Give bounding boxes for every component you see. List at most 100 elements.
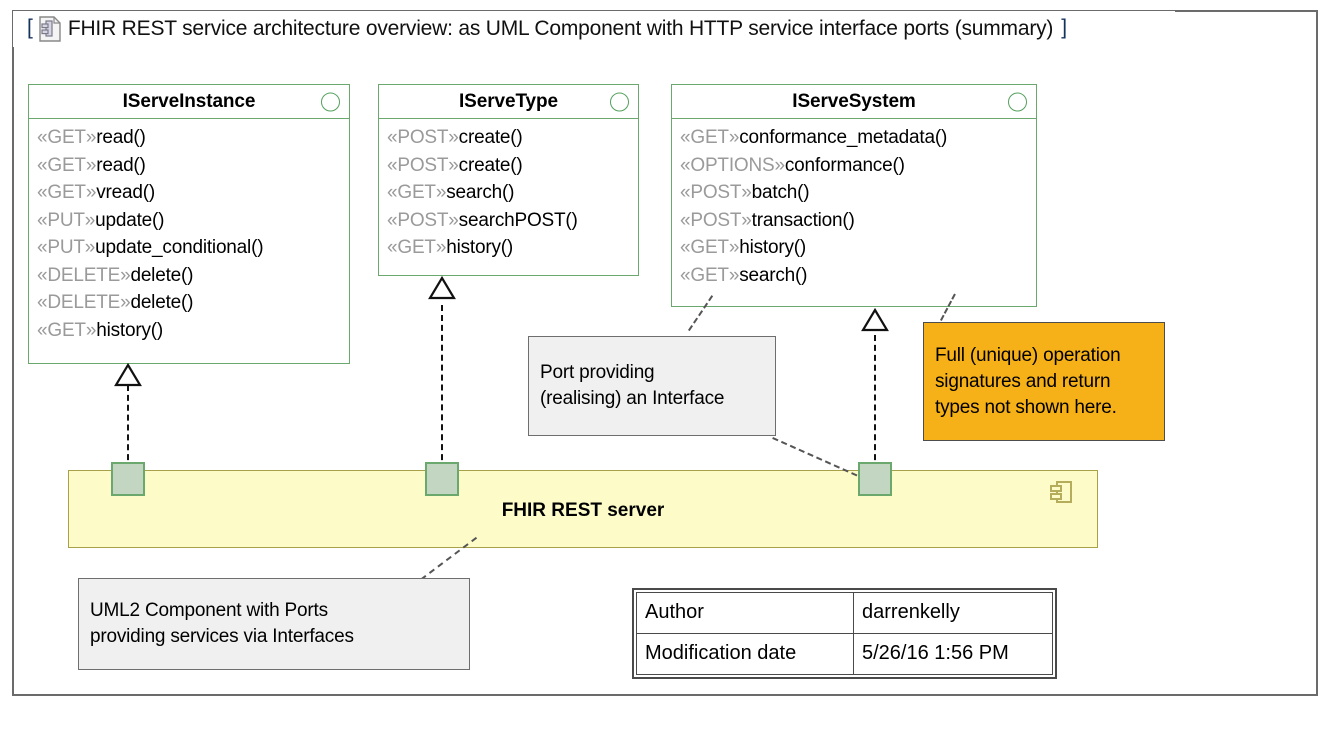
component-fhir-rest-server[interactable]: FHIR REST server: [68, 470, 1098, 548]
operation-name: history(): [446, 237, 514, 258]
frame-title-text: FHIR REST service architecture overview:…: [67, 17, 1054, 40]
port-iserveinstance[interactable]: [111, 462, 145, 496]
operation-stereotype: «POST»: [387, 127, 459, 148]
operation-stereotype: «POST»: [680, 209, 752, 231]
interface-circle-icon: [321, 92, 340, 111]
operation-row: «GET»history(): [387, 234, 638, 262]
interface-header: IServeType: [379, 85, 638, 119]
bracket-open: [: [27, 16, 33, 39]
port-iservetype[interactable]: [425, 462, 459, 496]
operation-name: conformance(): [784, 154, 905, 176]
interface-header: IServeSystem: [672, 85, 1036, 119]
operation-name: search(): [739, 264, 808, 286]
realization-arrowhead-iservetype: [428, 276, 456, 300]
interface-circle-icon: [1008, 92, 1027, 111]
component-label: FHIR REST server: [501, 500, 665, 521]
frame-title-tab: [ FHIR REST service architecture overvie…: [13, 11, 1175, 47]
operation-stereotype: «DELETE»: [37, 264, 131, 286]
operation-row: «GET»history(): [680, 234, 1036, 262]
operation-row: «GET»history(): [37, 317, 349, 345]
operation-row: «DELETE»delete(): [37, 262, 349, 290]
operation-name: history(): [96, 319, 164, 341]
interface-iservetype[interactable]: IServeType «POST»create() «POST»create()…: [378, 84, 639, 276]
bracket-close: ]: [1061, 16, 1068, 39]
metadata-value: 5/26/16 1:56 PM: [853, 633, 1053, 675]
interface-name: IServeInstance: [122, 90, 256, 112]
operation-name: batch(): [751, 182, 810, 203]
operation-name: delete(): [130, 264, 194, 286]
operation-row: «GET»read(): [37, 124, 349, 152]
note-signatures[interactable]: Full (unique) operation signatures and r…: [923, 322, 1165, 441]
operation-name: conformance_metadata(): [739, 127, 948, 148]
operation-stereotype: «GET»: [37, 127, 97, 148]
operation-row: «POST»batch(): [680, 179, 1036, 207]
realization-line-iservetype: [441, 305, 443, 470]
realization-line-iservesystem: [874, 335, 876, 470]
operation-name: create(): [458, 154, 523, 176]
operation-name: delete(): [130, 292, 194, 313]
operation-stereotype: «GET»: [387, 182, 447, 203]
interface-operations: «GET»conformance_metadata() «OPTIONS»con…: [672, 119, 1036, 297]
operation-name: create(): [458, 127, 523, 148]
operation-name: transaction(): [751, 209, 855, 231]
operation-stereotype: «PUT»: [37, 237, 96, 258]
realization-arrowhead-iservesystem: [861, 308, 889, 332]
interface-operations: «GET»read() «GET»read() «GET»vread() «PU…: [29, 119, 349, 352]
realization-arrowhead-iserveinstance: [114, 363, 142, 387]
operation-row: «PUT»update_conditional(): [37, 234, 349, 262]
operation-row: «DELETE»delete(): [37, 289, 349, 317]
note-text: UML2 Component with Ports providing serv…: [90, 600, 354, 647]
operation-name: vread(): [96, 182, 155, 203]
metadata-table: Author darrenkelly Modification date 5/2…: [632, 588, 1057, 679]
operation-name: update_conditional(): [95, 237, 264, 258]
metadata-key: Modification date: [636, 633, 854, 675]
operation-row: «PUT»update(): [37, 207, 349, 235]
operation-stereotype: «POST»: [387, 154, 459, 176]
interface-name: IServeType: [459, 90, 558, 112]
operation-row: «OPTIONS»conformance(): [680, 152, 1036, 180]
note-component-ports[interactable]: UML2 Component with Ports providing serv…: [78, 578, 470, 670]
operation-stereotype: «GET»: [37, 319, 97, 341]
operation-row: «GET»vread(): [37, 179, 349, 207]
interface-name: IServeSystem: [792, 90, 916, 112]
operation-row: «GET»search(): [680, 262, 1036, 290]
metadata-value: darrenkelly: [853, 592, 1053, 634]
operation-name: search(): [446, 182, 515, 203]
operation-row: «GET»search(): [387, 179, 638, 207]
interface-iservesystem[interactable]: IServeSystem «GET»conformance_metadata()…: [671, 84, 1037, 307]
table-row: Author darrenkelly: [636, 592, 1053, 634]
operation-row: «GET»conformance_metadata(): [680, 124, 1036, 152]
operation-stereotype: «PUT»: [37, 209, 96, 231]
component-document-icon: [39, 16, 61, 42]
table-row: Modification date 5/26/16 1:56 PM: [636, 633, 1053, 675]
operation-stereotype: «GET»: [680, 237, 740, 258]
operation-row: «POST»searchPOST(): [387, 207, 638, 235]
note-text: Port providing (realising) an Interface: [540, 362, 725, 409]
port-iservesystem[interactable]: [858, 462, 892, 496]
operation-name: history(): [739, 237, 807, 258]
interface-iserveinstance[interactable]: IServeInstance «GET»read() «GET»read() «…: [28, 84, 350, 364]
operation-name: update(): [95, 209, 165, 231]
interface-header: IServeInstance: [29, 85, 349, 119]
operation-name: read(): [96, 127, 146, 148]
operation-stereotype: «GET»: [37, 154, 97, 176]
operation-row: «POST»create(): [387, 124, 638, 152]
operation-row: «POST»transaction(): [680, 207, 1036, 235]
operation-stereotype: «GET»: [680, 264, 740, 286]
operation-row: «POST»create(): [387, 152, 638, 180]
operation-name: searchPOST(): [458, 209, 578, 231]
realization-line-iserveinstance: [127, 385, 129, 470]
note-port-interface[interactable]: Port providing (realising) an Interface: [528, 336, 776, 436]
metadata-key: Author: [636, 592, 854, 634]
uml-component-icon: [1049, 480, 1075, 504]
operation-stereotype: «GET»: [680, 127, 740, 148]
operation-stereotype: «GET»: [37, 182, 97, 203]
note-text: Full (unique) operation signatures and r…: [935, 344, 1121, 418]
operation-stereotype: «POST»: [387, 209, 459, 231]
interface-circle-icon: [610, 92, 629, 111]
interface-operations: «POST»create() «POST»create() «GET»searc…: [379, 119, 638, 270]
operation-row: «GET»read(): [37, 152, 349, 180]
operation-stereotype: «GET»: [387, 237, 447, 258]
operation-stereotype: «OPTIONS»: [680, 154, 785, 176]
